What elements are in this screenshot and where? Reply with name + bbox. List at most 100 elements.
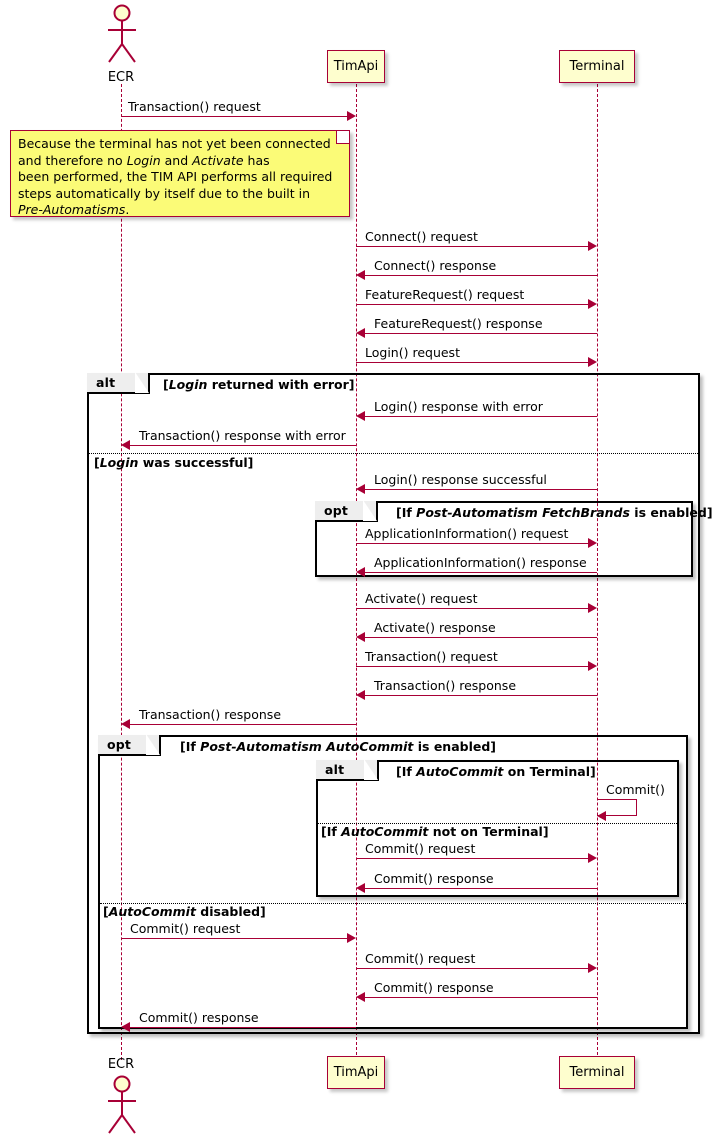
message-label-m15: Transaction() response: [374, 678, 517, 693]
note-line-1: Because the terminal has not yet been co…: [18, 136, 331, 151]
message-line-m10: [356, 543, 588, 544]
message-line-m15: [365, 695, 597, 696]
participant-label-timapi-top: TimApi: [333, 59, 379, 74]
participant-label-terminal-bottom: Terminal: [569, 1065, 625, 1080]
message-arrowhead-m18: [588, 853, 597, 863]
message-line-m19: [365, 888, 597, 889]
participant-terminal-bottom[interactable]: Terminal: [559, 1056, 635, 1089]
message-line-m07: [365, 416, 597, 417]
message-arrowhead-m17: [597, 811, 606, 821]
message-arrowhead-m06: [588, 357, 597, 367]
lifeline-ecr: [121, 84, 122, 1060]
message-label-m12: Activate() request: [365, 591, 478, 606]
message-line-m14: [356, 666, 588, 667]
message-label-m08: Transaction() response with error: [139, 428, 346, 443]
message-line-m08: [130, 445, 356, 446]
participant-label-ecr-top: ECR: [107, 70, 135, 85]
message-label-m22: Commit() response: [374, 980, 494, 995]
message-label-m14: Transaction() request: [365, 649, 498, 664]
frame-alt-autocommit-cond-2: [If AutoCommit not on Terminal]: [321, 824, 549, 839]
frame-alt-login-cond-1: [Login returned with error]: [163, 377, 355, 392]
message-label-m17: Commit(): [606, 782, 665, 797]
frame-tab-notch: [146, 734, 160, 755]
frame-tab-label: alt: [325, 762, 345, 777]
frame-alt-login-divider: [89, 453, 698, 454]
message-line-m13: [365, 637, 597, 638]
message-line-m06: [356, 362, 588, 363]
frame-tab-label: alt: [96, 375, 116, 390]
frame-alt-autocommit-tab: alt: [316, 759, 379, 781]
frame-opt-autocommit-divider: [100, 903, 686, 904]
message-selfloop-m17: [597, 799, 637, 816]
frame-alt-autocommit-cond-1: [If AutoCommit on Terminal]: [396, 764, 596, 779]
message-label-m01: Transaction() request: [128, 99, 261, 114]
frame-alt-autocommit-divider: [318, 823, 677, 824]
frame-tab-notch: [364, 759, 378, 780]
message-label-m18: Commit() request: [365, 841, 476, 856]
message-arrowhead-m07: [356, 411, 365, 421]
message-arrowhead-m05: [356, 328, 365, 338]
frame-opt-fetchbrands-tab: opt: [315, 500, 378, 522]
message-label-m20: Commit() request: [130, 921, 241, 936]
message-arrowhead-m12: [588, 603, 597, 613]
note-line-4: steps automatically by itself due to the…: [18, 185, 311, 201]
message-arrowhead-m23: [121, 1022, 130, 1032]
message-line-m20: [121, 938, 347, 939]
message-label-m04: FeatureRequest() request: [365, 287, 525, 302]
message-line-m03: [365, 275, 597, 276]
message-label-m21: Commit() request: [365, 951, 476, 966]
message-label-m07: Login() response with error: [374, 399, 543, 414]
message-label-m02: Connect() request: [365, 229, 478, 244]
frame-opt-fetchbrands-cond: [If Post-Automatism FetchBrands is enabl…: [396, 505, 712, 520]
message-arrowhead-m04: [588, 299, 597, 309]
message-label-m05: FeatureRequest() response: [374, 316, 543, 331]
frame-opt-autocommit-tab: opt: [98, 734, 161, 756]
message-label-m19: Commit() response: [374, 871, 494, 886]
message-line-m12: [356, 608, 588, 609]
message-line-m21: [356, 968, 588, 969]
frame-alt-login: [87, 373, 700, 1034]
message-line-m05: [365, 333, 597, 334]
note-line-2: and therefore no Login and Activate has: [18, 152, 270, 168]
message-line-m22: [365, 997, 597, 998]
message-arrowhead-m01: [347, 111, 356, 121]
participant-terminal-top[interactable]: Terminal: [559, 50, 635, 83]
message-arrowhead-m19: [356, 883, 365, 893]
message-line-m23: [130, 1027, 356, 1028]
note-pre-automatisms: Because the terminal has not yet been co…: [10, 130, 350, 217]
message-label-m09: Login() response successful: [374, 472, 547, 487]
message-line-m16: [130, 724, 356, 725]
message-arrowhead-m22: [356, 992, 365, 1002]
message-label-m06: Login() request: [365, 345, 460, 360]
message-arrowhead-m21: [588, 963, 597, 973]
message-line-m02: [356, 246, 588, 247]
actor-ecr-bottom-icon: [108, 1075, 136, 1134]
participant-label-terminal-top: Terminal: [569, 59, 625, 74]
frame-alt-login-cond-2: [Login was successful]: [94, 455, 254, 470]
message-arrowhead-m11: [356, 567, 365, 577]
frame-tab-notch: [135, 372, 149, 393]
message-label-m11: ApplicationInformation() response: [374, 555, 587, 570]
participant-timapi-bottom[interactable]: TimApi: [327, 1056, 385, 1089]
note-fold-corner: [336, 131, 349, 144]
message-line-m11: [365, 572, 597, 573]
message-arrowhead-m08: [121, 440, 130, 450]
message-label-m10: ApplicationInformation() request: [365, 526, 569, 541]
message-arrowhead-m13: [356, 632, 365, 642]
frame-alt-autocommit: [316, 760, 679, 897]
message-label-m13: Activate() response: [374, 620, 496, 635]
participant-timapi-top[interactable]: TimApi: [327, 50, 385, 83]
actor-ecr-top-icon: [108, 4, 136, 63]
message-arrowhead-m03: [356, 270, 365, 280]
note-line-5: Pre-Automatisms.: [18, 202, 130, 217]
frame-opt-autocommit: [98, 735, 688, 1029]
frame-alt-login-tab: alt: [87, 372, 150, 394]
message-line-m04: [356, 304, 588, 305]
frame-opt-fetchbrands: [315, 501, 693, 577]
frame-tab-notch: [363, 500, 377, 521]
message-arrowhead-m10: [588, 538, 597, 548]
message-arrowhead-m16: [121, 719, 130, 729]
message-line-m01: [121, 116, 347, 117]
message-arrowhead-m14: [588, 661, 597, 671]
